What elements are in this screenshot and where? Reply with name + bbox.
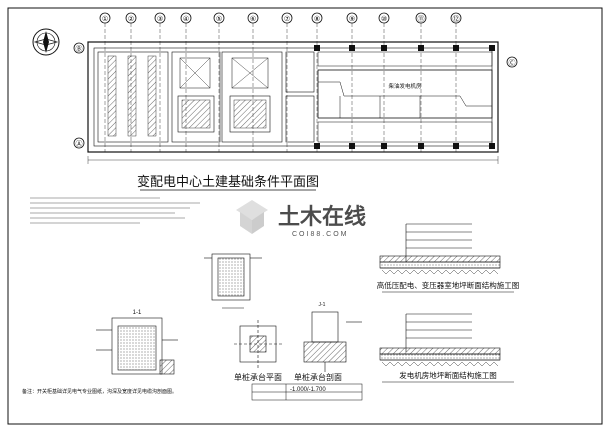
column	[489, 45, 495, 51]
pile-cap-section	[303, 311, 362, 372]
column	[314, 45, 320, 51]
pile-table	[251, 383, 363, 401]
axis-bubble-top: ⑧	[311, 12, 323, 24]
svg-text:Ⓑ: Ⓑ	[76, 45, 83, 53]
svg-text:⑫: ⑫	[453, 15, 460, 23]
axis-bubble-top: ⑩	[378, 12, 390, 24]
column	[489, 143, 495, 149]
pit-section-detail	[96, 317, 178, 375]
svg-text:Ⓒ: Ⓒ	[509, 59, 516, 67]
axis-bubble-top: ⑦	[281, 12, 293, 24]
column	[349, 143, 355, 149]
svg-text:⑪: ⑪	[418, 15, 425, 23]
svg-text:⑨: ⑨	[349, 15, 355, 23]
detail-1-title: 高低压配电、变压器室地坪断面结构施工图	[377, 280, 520, 290]
axis-bubble-top: ⑨	[346, 12, 358, 24]
pile-section-title: 单桩承台剖面	[294, 372, 342, 382]
section-label: 1-1	[133, 310, 142, 316]
svg-text:⑩: ⑩	[381, 15, 387, 23]
grid-lines	[104, 23, 457, 152]
column	[418, 45, 424, 51]
column	[349, 45, 355, 51]
axis-bubble-top: ③	[154, 12, 166, 24]
pile-plan-title: 单桩承台平面	[234, 372, 282, 382]
pile-elevation: -1.000/-1.700	[290, 387, 326, 393]
detail-2-title: 发电机房地坪断面结构施工图	[399, 370, 497, 380]
axis-bubble-left-top: Ⓑ	[73, 42, 85, 54]
column	[381, 45, 387, 51]
floor-detail-1	[379, 223, 501, 275]
north-arrow-icon	[32, 28, 60, 56]
columns	[314, 45, 495, 149]
column	[314, 143, 320, 149]
column	[381, 143, 387, 149]
svg-text:①: ①	[102, 15, 108, 23]
axis-bubble-top: ⑤	[213, 12, 225, 24]
svg-text:②: ②	[128, 15, 134, 23]
column	[453, 45, 459, 51]
main-title: 变配电中心土建基础条件平面图	[137, 174, 319, 189]
sheet-border	[7, 7, 603, 425]
svg-text:⑧: ⑧	[314, 15, 320, 23]
svg-text:④: ④	[183, 15, 189, 23]
dimension-lines	[87, 156, 499, 164]
watermark-text: 土木在线	[278, 204, 366, 229]
axis-bubble-top: ⑫	[450, 12, 462, 24]
column	[453, 143, 459, 149]
cable-trench-detail	[204, 253, 262, 309]
svg-text:③: ③	[157, 15, 163, 23]
floor-plan	[87, 41, 499, 153]
axis-bubble-right: Ⓒ	[506, 56, 518, 68]
room-label: 柴油发电机房	[388, 82, 422, 90]
axis-bubble-top: ⑥	[247, 12, 259, 24]
axis-bubble-top: ②	[125, 12, 137, 24]
pile-tag: J-1	[319, 302, 326, 308]
svg-text:Ⓐ: Ⓐ	[76, 140, 83, 148]
svg-text:⑤: ⑤	[216, 15, 222, 23]
watermark-sub: COI88.COM	[292, 231, 349, 238]
axis-bubble-top: ④	[180, 12, 192, 24]
grid-axes-top: ① ② ③ ④ ⑤ ⑥ ⑦ ⑧ ⑨ ⑩ ⑪ ⑫	[99, 12, 462, 24]
watermark: 土木在线 COI88.COM	[236, 200, 366, 238]
pile-cap-plan	[234, 320, 282, 368]
notes-text-lines	[30, 197, 200, 224]
axis-bubble-top: ①	[99, 12, 111, 24]
svg-text:⑥: ⑥	[250, 15, 256, 23]
floor-detail-2	[379, 313, 501, 367]
caption-left: 备注：开关柜基础详见电气专业图纸，沟深及宽度详见电缆沟剖面图。	[22, 388, 177, 395]
axis-bubble-top: ⑪	[415, 12, 427, 24]
svg-text:⑦: ⑦	[284, 15, 290, 23]
axis-bubble-left-bottom: Ⓐ	[73, 137, 85, 149]
column	[418, 143, 424, 149]
